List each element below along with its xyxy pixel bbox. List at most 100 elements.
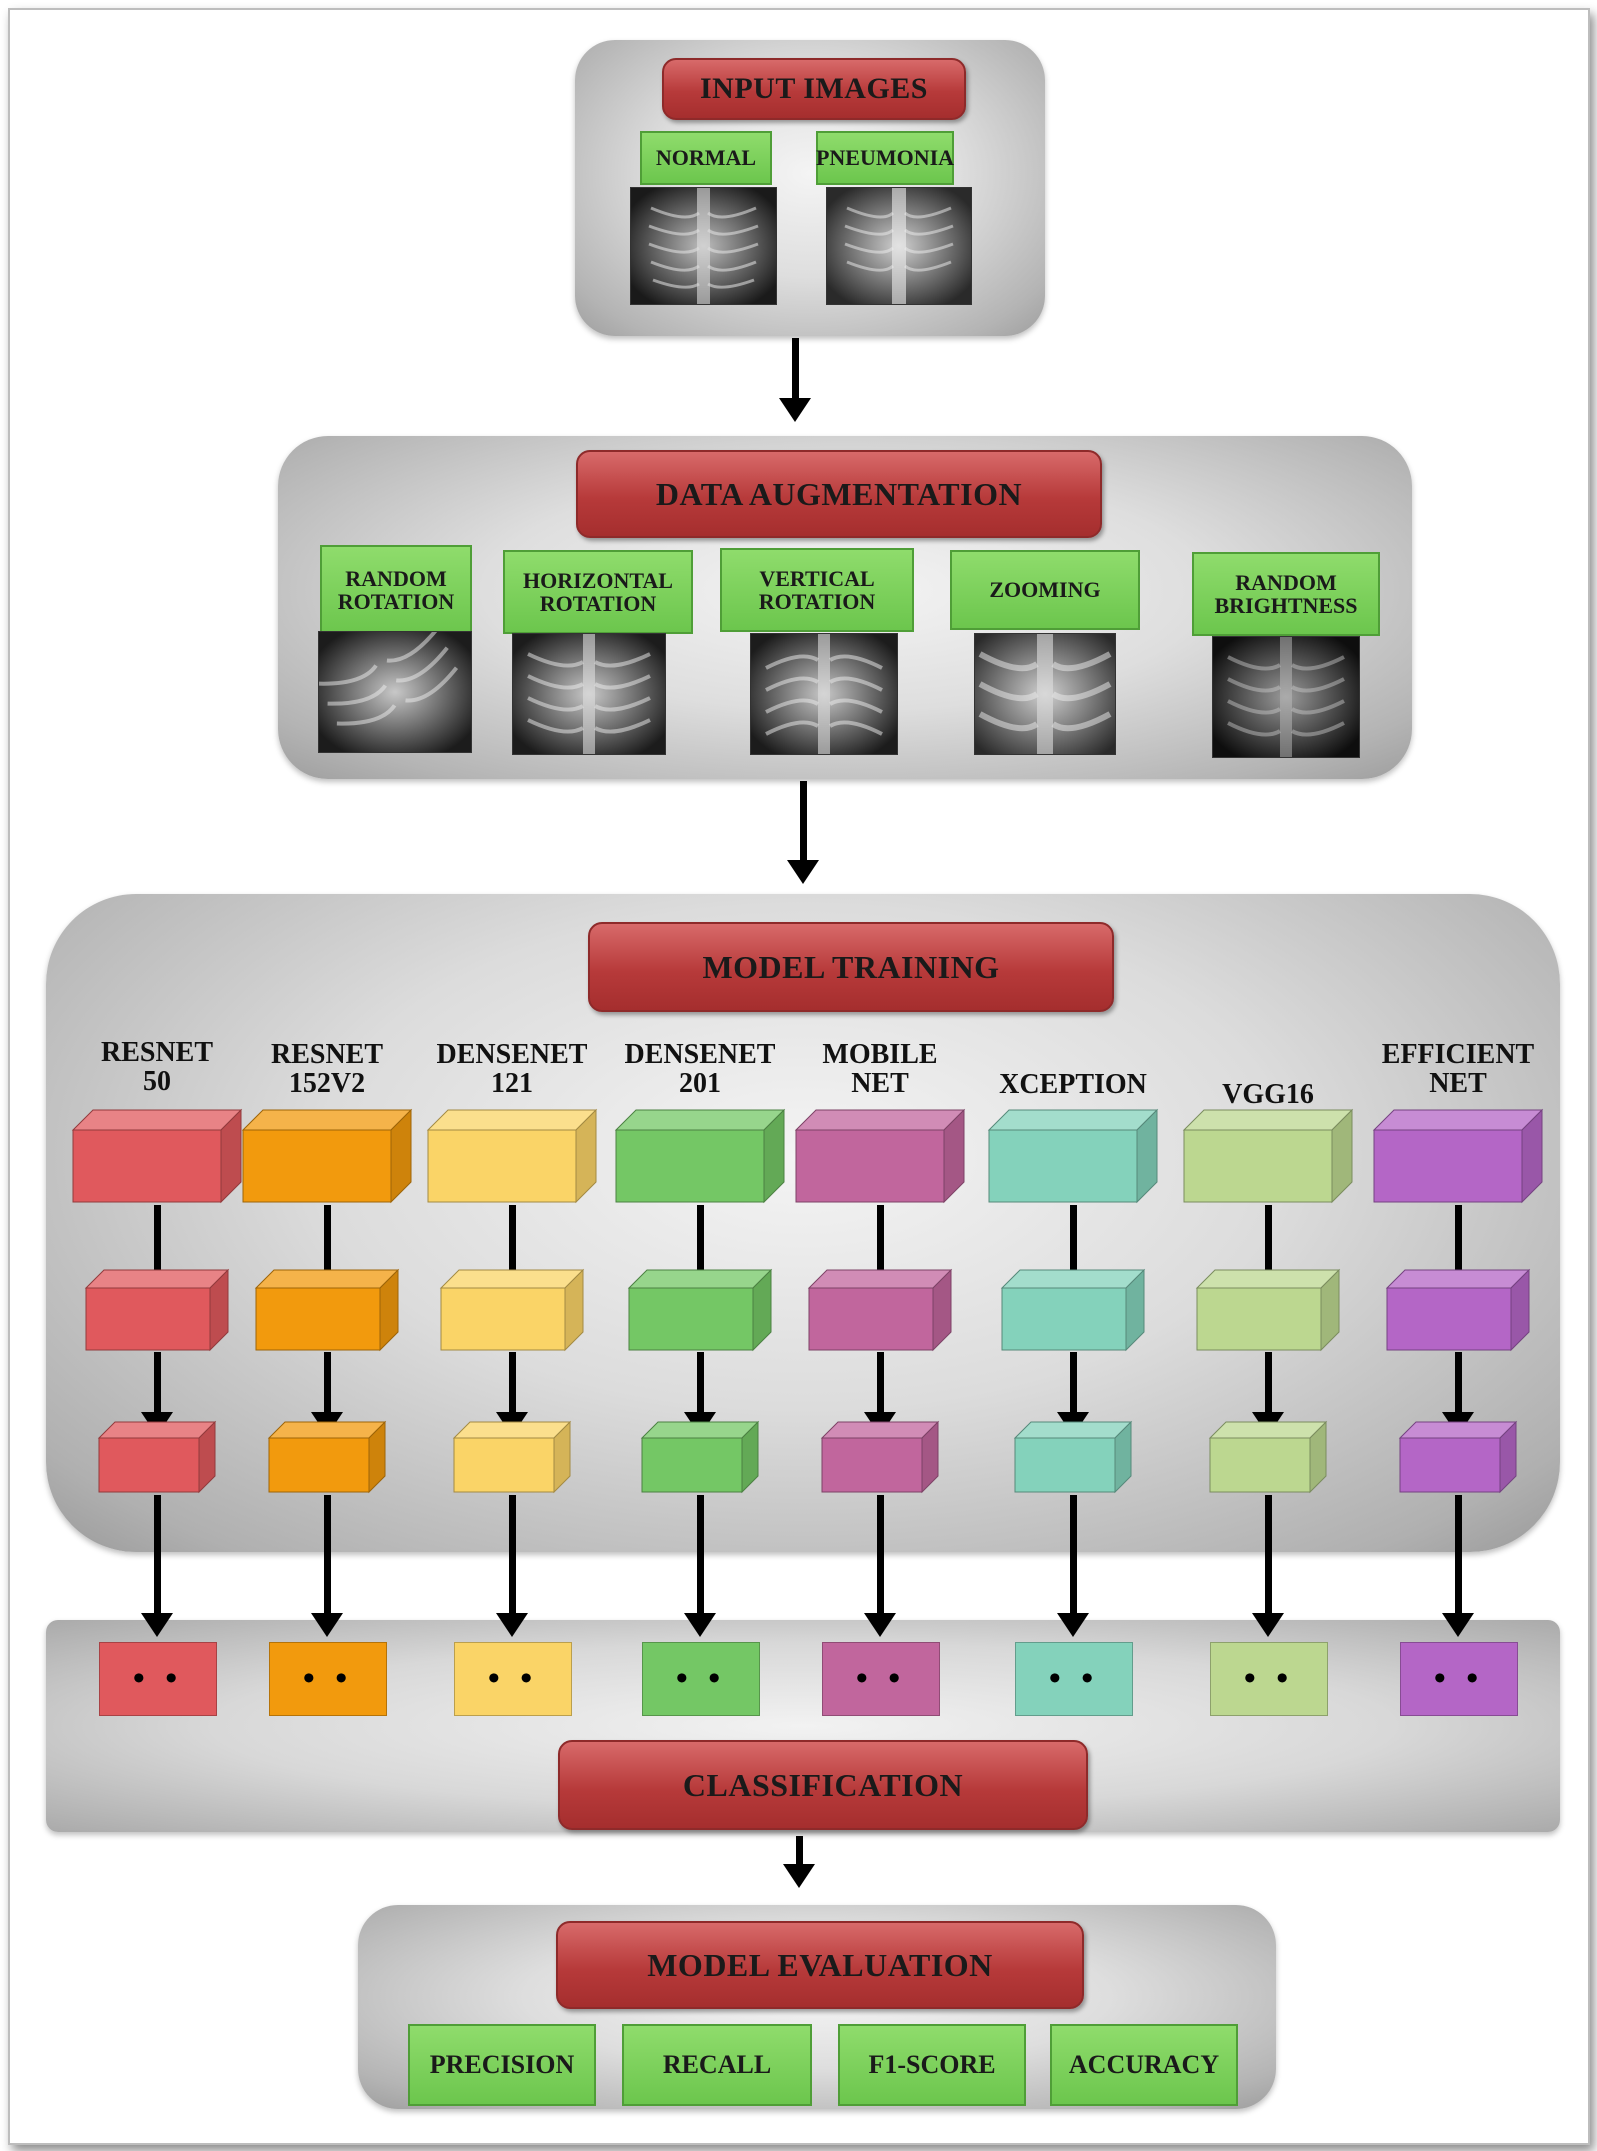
cube-top-face [71, 1109, 243, 1131]
flow-arrow-shaft [1070, 1495, 1077, 1615]
flow-arrow-shaft [796, 1836, 803, 1866]
model-name-line: RESNET [100, 1037, 214, 1068]
flow-arrow-head [684, 1613, 716, 1637]
flow-arrow-shaft [324, 1352, 331, 1414]
model-block-small [1208, 1420, 1328, 1494]
flow-arrow-shaft [1455, 1205, 1462, 1273]
pneumonia-label: PNEUMONIA [816, 131, 954, 185]
flow-arrow-shaft [697, 1352, 704, 1414]
cube-front-face [808, 1287, 934, 1351]
flow-arrow-head [787, 860, 819, 884]
model-name-line: NET [1429, 1068, 1487, 1100]
aug-xray-image [750, 633, 898, 755]
metric-f1-score: F1-SCORE [838, 2024, 1026, 2106]
cube-front-face [1001, 1287, 1127, 1351]
cube-front-face [1014, 1437, 1116, 1493]
aug-label-line: HORIZONTAL [523, 567, 673, 593]
cube-top-face [1182, 1109, 1354, 1131]
cube-front-face [615, 1129, 765, 1203]
aug-label-line: VERTICAL [759, 565, 875, 591]
flow-arrow-shaft [324, 1495, 331, 1615]
cube-top-face [267, 1421, 387, 1439]
classification-output-box: • • [822, 1642, 940, 1716]
input-images-title: INPUT IMAGES [662, 58, 966, 120]
cube-top-face [84, 1269, 230, 1289]
cube-front-face [427, 1129, 577, 1203]
aug-label-zooming: ZOOMING [950, 550, 1140, 630]
model-block-medium [807, 1268, 953, 1352]
aug-label-random-brightness: RANDOM BRIGHTNESS [1192, 552, 1380, 636]
cube-top-face [807, 1269, 953, 1289]
normal-xray-image [630, 187, 777, 305]
cube-front-face [98, 1437, 200, 1493]
normal-label: NORMAL [640, 131, 772, 185]
aug-xray-image [512, 633, 666, 755]
flow-arrow-head [1442, 1613, 1474, 1637]
cube-front-face [453, 1437, 555, 1493]
aug-label-horizontal-rotation: HORIZONTAL ROTATION [503, 550, 693, 634]
aug-label-line: RANDOM [1235, 569, 1337, 595]
model-block-large [1182, 1108, 1354, 1204]
model-block-large [987, 1108, 1159, 1204]
flow-arrow-head [496, 1613, 528, 1637]
flow-arrow-shaft [697, 1205, 704, 1273]
classification-output-box: • • [269, 1642, 387, 1716]
flow-arrow-shaft [509, 1352, 516, 1414]
flow-arrow-shaft [154, 1352, 161, 1414]
flow-arrow-shaft [877, 1205, 884, 1273]
model-name-line: 121 [491, 1068, 533, 1100]
flow-arrow-shaft [697, 1495, 704, 1615]
cube-front-face [1399, 1437, 1501, 1493]
model-block-medium [254, 1268, 400, 1352]
aug-label-line: RANDOM [345, 565, 447, 591]
flow-arrow-head [1057, 1613, 1089, 1637]
pneumonia-xray-image [826, 187, 972, 305]
model-name-line: 201 [679, 1068, 721, 1100]
cube-top-face [439, 1269, 585, 1289]
model-block-small [1013, 1420, 1133, 1494]
model-name-label: XCEPTION [993, 1069, 1153, 1100]
flow-arrow-head [779, 398, 811, 422]
cube-top-face [452, 1421, 572, 1439]
model-block-large [1372, 1108, 1544, 1204]
model-name-line: XCEPTION [999, 1069, 1147, 1100]
cube-front-face [821, 1437, 923, 1493]
model-block-medium [627, 1268, 773, 1352]
cube-top-face [1208, 1421, 1328, 1439]
flow-arrow-head [864, 1613, 896, 1637]
flow-arrow-shaft [324, 1205, 331, 1273]
model-name-line: MOBILE [822, 1039, 938, 1070]
cube-front-face [255, 1287, 381, 1351]
cube-front-face [1196, 1287, 1322, 1351]
classification-output-box: • • [1210, 1642, 1328, 1716]
flow-arrow-shaft [1265, 1495, 1272, 1615]
model-block-small [452, 1420, 572, 1494]
cube-top-face [820, 1421, 940, 1439]
model-block-small [640, 1420, 760, 1494]
cube-top-face [794, 1109, 966, 1131]
model-name-line: 152V2 [288, 1068, 366, 1100]
flow-arrow-shaft [1455, 1495, 1462, 1615]
aug-label-line: BRIGHTNESS [1214, 593, 1358, 618]
cube-front-face [1386, 1287, 1512, 1351]
model-block-large [71, 1108, 243, 1204]
model-name-line: DENSENET [624, 1039, 776, 1070]
model-evaluation-title: MODEL EVALUATION [556, 1921, 1084, 2009]
cube-top-face [97, 1421, 217, 1439]
flow-arrow-shaft [1070, 1352, 1077, 1414]
classification-output-box: • • [1015, 1642, 1133, 1716]
flow-arrow-shaft [1070, 1205, 1077, 1273]
model-block-large [794, 1108, 966, 1204]
model-name-line: RESNET [270, 1039, 384, 1070]
model-name-line: NET [851, 1068, 909, 1100]
flow-arrow-shaft [1455, 1352, 1462, 1414]
metric-precision: PRECISION [408, 2024, 596, 2106]
flow-arrow-head [1252, 1613, 1284, 1637]
cube-front-face [1183, 1129, 1333, 1203]
flow-arrow-shaft [877, 1495, 884, 1615]
cube-top-face [1195, 1269, 1341, 1289]
model-name-label: VGG16 [1188, 1080, 1348, 1110]
cube-top-face [1372, 1109, 1544, 1131]
